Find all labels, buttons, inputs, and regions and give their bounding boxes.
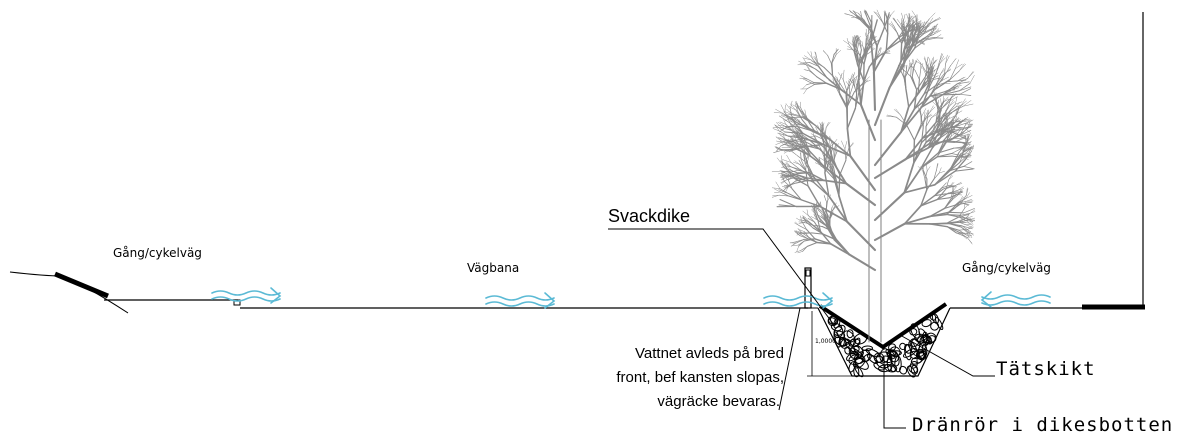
tree-illustration — [771, 9, 976, 343]
label-walkway-left: Gång/cykelväg — [113, 246, 202, 260]
left-embankment — [9, 271, 241, 314]
label-roadway: Vägbana — [467, 261, 519, 275]
dimension-text: 1,0000 — [815, 338, 836, 345]
flow-arrow — [763, 292, 834, 309]
leader-tatskikt — [899, 334, 995, 377]
note-line-1: Vattnet avleds på bred — [635, 345, 784, 362]
note-line-2: front, bef kansten slopas, — [616, 369, 784, 386]
leader-dranror — [883, 357, 906, 429]
flow-arrows — [211, 287, 1051, 309]
note-line-3: vägräcke bevaras. — [657, 393, 780, 410]
label-tatskikt: Tätskikt — [996, 358, 1096, 380]
flow-arrow — [980, 291, 1051, 308]
dimension-marker: 1,0000 — [807, 311, 852, 377]
leader-svackdike — [608, 228, 835, 326]
flow-arrow — [211, 287, 282, 304]
label-svackdike: Svackdike — [608, 206, 690, 226]
swale-ditch — [808, 302, 1085, 378]
label-dranror: Dränrör i dikesbotten — [912, 414, 1173, 436]
drainage-note: Vattnet avleds på bred front, bef kanste… — [616, 307, 801, 411]
label-walkway-right: Gång/cykelväg — [962, 261, 1051, 275]
leader-note — [778, 307, 801, 411]
sealing-layer — [818, 302, 948, 350]
right-walkway — [1082, 12, 1145, 310]
flow-arrow — [485, 292, 556, 309]
